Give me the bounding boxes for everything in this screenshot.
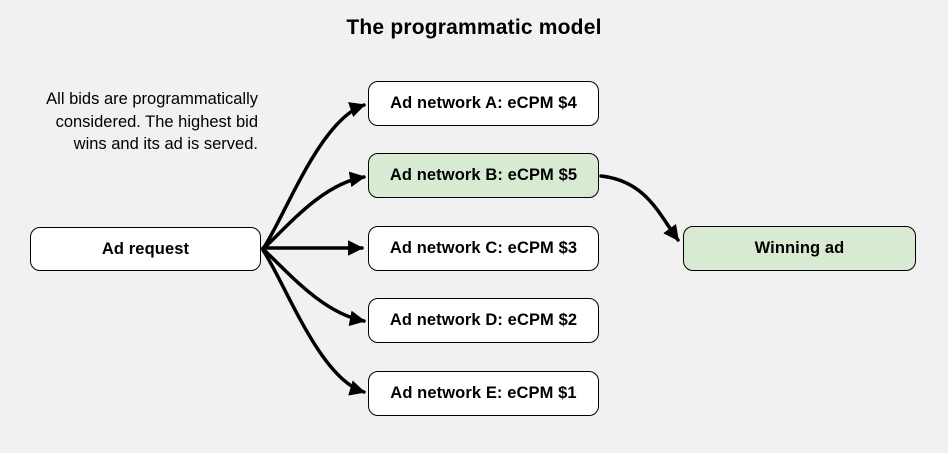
node-ad-network-e: Ad network E: eCPM $1 <box>368 371 599 416</box>
node-ad-network-c: Ad network C: eCPM $3 <box>368 226 599 271</box>
arrow-ad-request-to-network-b <box>261 171 366 251</box>
node-winning-ad: Winning ad <box>683 226 916 271</box>
arrow-ad-request-to-network-e <box>261 248 366 396</box>
node-ad-network-d: Ad network D: eCPM $2 <box>368 298 599 343</box>
arrow-ad-request-to-network-a <box>261 102 366 251</box>
node-ad-request: Ad request <box>30 227 261 271</box>
description-line: All bids are programmatically <box>46 90 258 108</box>
node-ad-network-a: Ad network A: eCPM $4 <box>368 81 599 126</box>
arrow-ad-request-to-network-d <box>261 247 366 327</box>
arrow-network-b-to-winning-ad <box>599 174 680 242</box>
diagram-title: The programmatic model <box>346 16 602 39</box>
description-text: All bids are programmatically considered… <box>14 88 258 156</box>
description-line: wins and its ad is served. <box>73 135 258 153</box>
node-ad-network-b: Ad network B: eCPM $5 <box>368 153 599 198</box>
description-line: considered. The highest bid <box>55 112 258 131</box>
